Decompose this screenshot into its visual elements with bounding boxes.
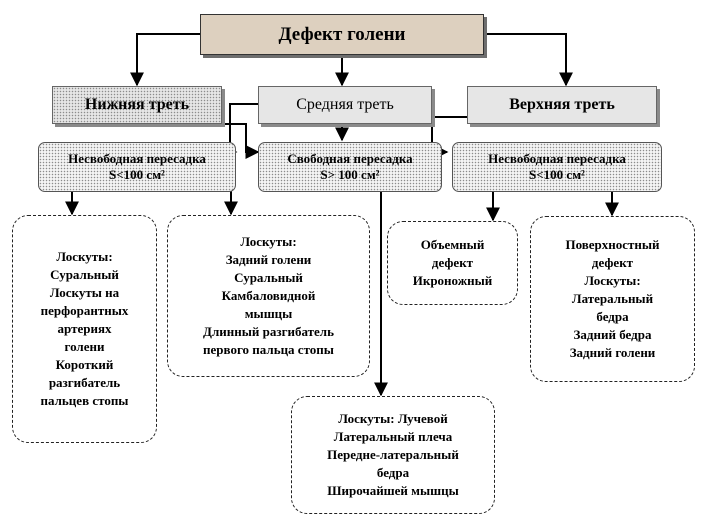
flaps-lower-b-line: Длинный разгибатель xyxy=(203,324,334,339)
flaps-lower-b-line: мышцы xyxy=(244,306,293,321)
graft-middle-free: Свободная пересадка S> 100 см² xyxy=(258,142,442,192)
flaps-free-line: бедра xyxy=(376,465,410,480)
level-middle-label: Средняя треть xyxy=(296,96,394,113)
flaps-upper-surface-line: Лоскуты: xyxy=(584,273,641,288)
flaps-lower-a-line: пальцев стопы xyxy=(40,393,129,408)
flaps-free: Лоскуты: Лучевой Латеральный плеча Перед… xyxy=(291,396,495,514)
level-upper-third: Верхняя треть xyxy=(467,86,657,124)
flaps-lower-a-line: артериях xyxy=(57,321,112,336)
flaps-lower-a-line: голени xyxy=(64,339,105,354)
root-node-leg-defect: Дефект голени xyxy=(200,14,484,55)
flaps-lower-a-line: Короткий xyxy=(55,357,114,372)
level-upper-label: Верхняя треть xyxy=(509,96,615,113)
flaps-upper-surface-line: Задний голени xyxy=(569,345,656,360)
flaps-lower-b-line: Суральный xyxy=(234,270,303,285)
root-label: Дефект голени xyxy=(278,23,406,45)
graft-middle-line2: S> 100 см² xyxy=(320,167,380,182)
flaps-lower-a-line: разгибатель xyxy=(48,375,121,390)
graft-upper-line2: S<100 см² xyxy=(529,167,585,182)
flaps-lower-b: Лоскуты: Задний голени Суральный Камбало… xyxy=(167,215,370,377)
flaps-upper-surface-line: дефект xyxy=(591,255,634,270)
graft-upper-nonfree: Несвободная пересадка S<100 см² xyxy=(452,142,662,192)
flaps-lower-a-line: Суральный xyxy=(50,267,119,282)
flaps-free-line: Лоскуты: Лучевой xyxy=(338,411,448,426)
flaps-lower-a-line: Лоскуты на xyxy=(49,285,120,300)
level-lower-label: Нижняя треть xyxy=(84,96,190,113)
flaps-free-line: Латеральный плеча xyxy=(333,429,453,444)
flaps-upper-surface-line: Латеральный xyxy=(571,291,654,306)
flaps-lower-a-line: перфорантных xyxy=(40,303,129,318)
level-lower-third: Нижняя треть xyxy=(52,86,222,124)
flaps-free-line: Передне-латеральный xyxy=(327,447,459,462)
connector-root-lower xyxy=(130,33,200,87)
connector-root-upper xyxy=(484,33,573,87)
flaps-upper-volume-line: дефект xyxy=(431,255,474,270)
flaps-lower-b-line: Задний голени xyxy=(225,252,312,267)
flaps-lower-b-line: Лоскуты: xyxy=(240,234,297,249)
graft-lower-line2: S<100 см² xyxy=(109,167,165,182)
graft-lower-line1: Несвободная пересадка xyxy=(68,151,206,166)
graft-lower-nonfree: Несвободная пересадка S<100 см² xyxy=(38,142,236,192)
flaps-upper-volume-line: Объемный xyxy=(420,237,485,252)
flaps-upper-volume-line: Икроножный xyxy=(412,273,493,288)
flaps-free-line: Широчайшей мышцы xyxy=(327,483,459,498)
graft-middle-line1: Свободная пересадка xyxy=(287,151,413,166)
flaps-lower-a-line: Лоскуты: xyxy=(56,249,113,264)
flaps-lower-a: Лоскуты: Суральный Лоскуты на перфорантн… xyxy=(12,215,157,443)
flaps-lower-b-line: Камбаловидной xyxy=(221,288,316,303)
flaps-upper-volume: Объемный дефект Икроножный xyxy=(387,221,518,305)
flaps-upper-surface-line: Задний бедра xyxy=(573,327,652,342)
flaps-upper-surface-line: бедра xyxy=(596,309,629,324)
flaps-upper-surface-line: Поверхностный xyxy=(565,237,660,252)
connector-lower-free xyxy=(222,123,260,159)
flaps-upper-surface: Поверхностный дефект Лоскуты: Латеральны… xyxy=(530,216,695,382)
graft-upper-line1: Несвободная пересадка xyxy=(488,151,626,166)
flaps-lower-b-line: первого пальца стопы xyxy=(203,342,334,357)
level-middle-third: Средняя треть xyxy=(258,86,432,124)
